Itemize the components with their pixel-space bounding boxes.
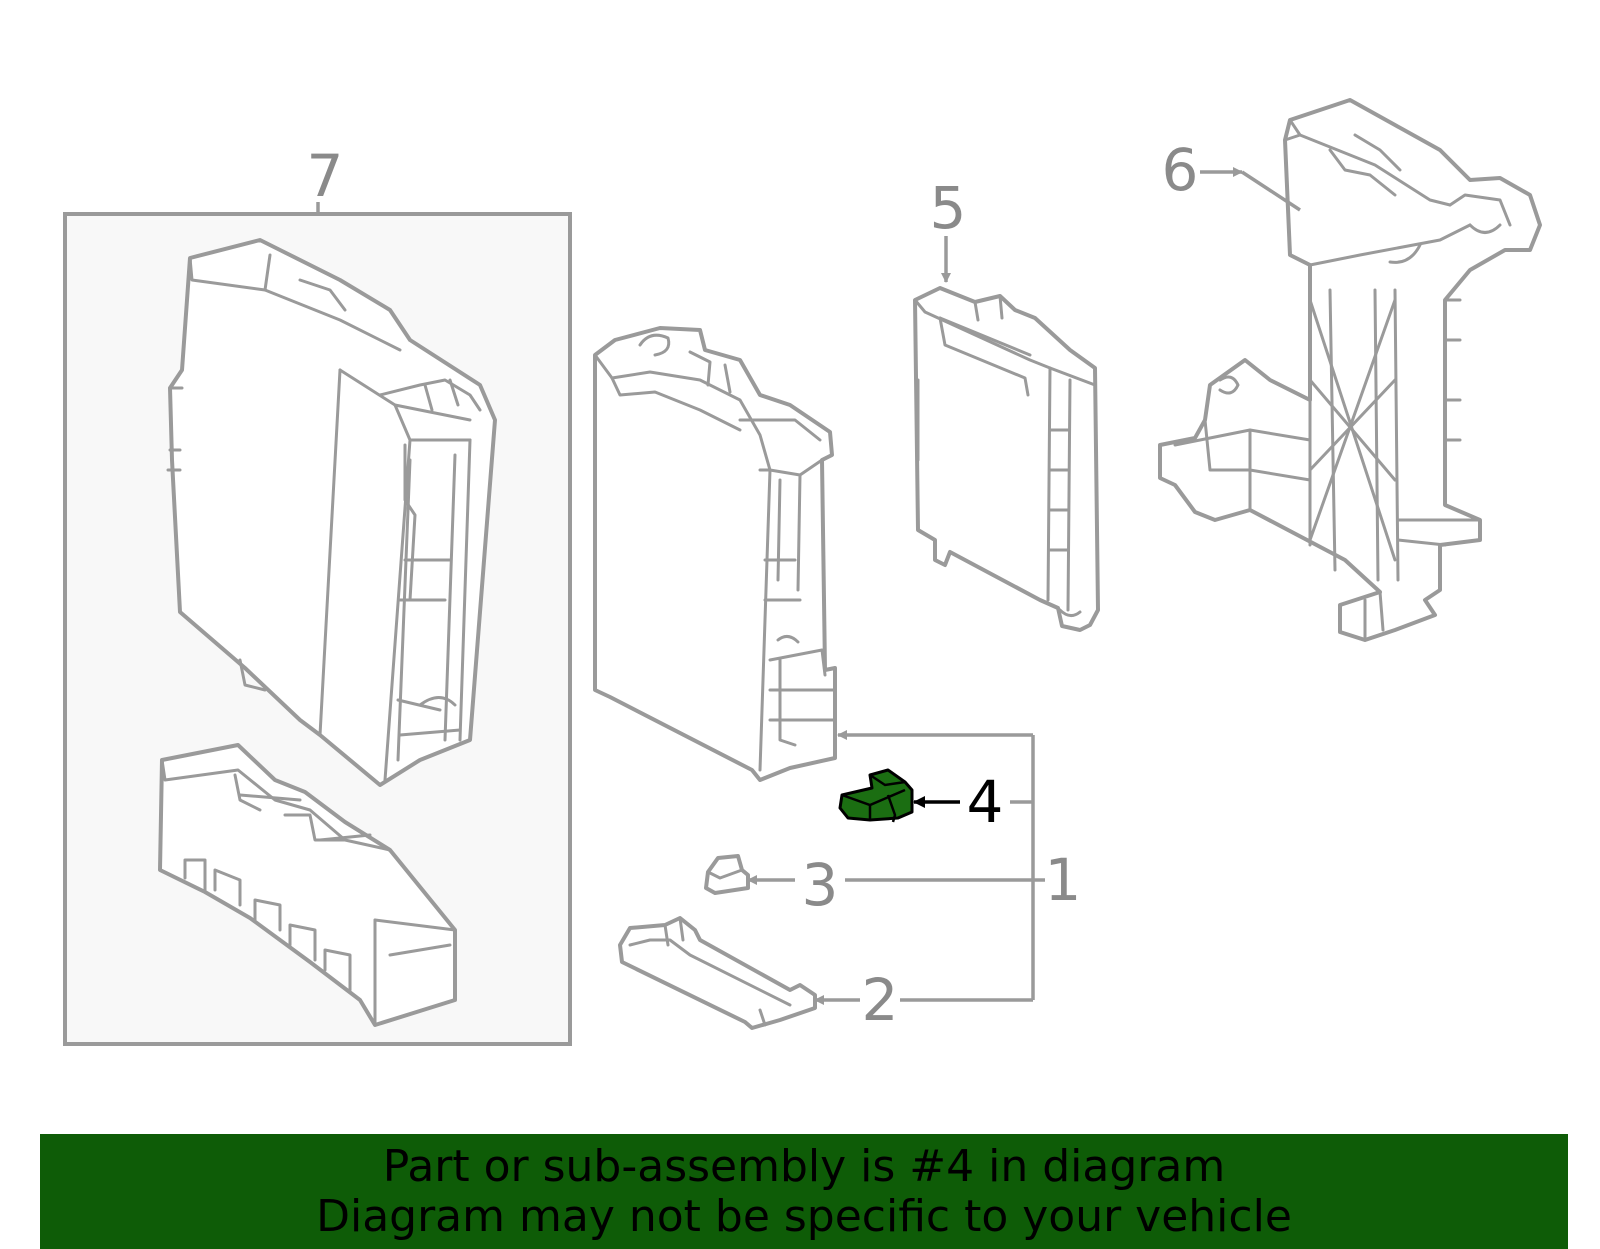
banner-line-2: Diagram may not be specific to your vehi… [316,1191,1292,1242]
leader-1-to-module [838,735,1035,1000]
info-banner: Part or sub-assembly is #4 in diagram Di… [40,1134,1568,1249]
callout-3: 3 [802,851,839,919]
relay-4-highlighted [838,768,914,823]
cover-2 [618,916,817,1030]
callout-6: 6 [1162,136,1199,204]
control-module-7 [166,238,497,787]
module-1 [593,326,837,782]
module-5 [913,286,1100,632]
callout-7: 7 [307,142,344,210]
bracket-6 [1158,98,1542,642]
callout-5: 5 [930,174,967,242]
callout-4: 4 [967,768,1004,836]
clip-3 [704,854,750,895]
assembly-7-group: 7 [63,142,572,1046]
callout-2: 2 [862,966,899,1034]
banner-line-1: Part or sub-assembly is #4 in diagram [382,1141,1226,1192]
callout-1: 1 [1045,846,1082,914]
connector-housing-7 [158,743,457,1027]
